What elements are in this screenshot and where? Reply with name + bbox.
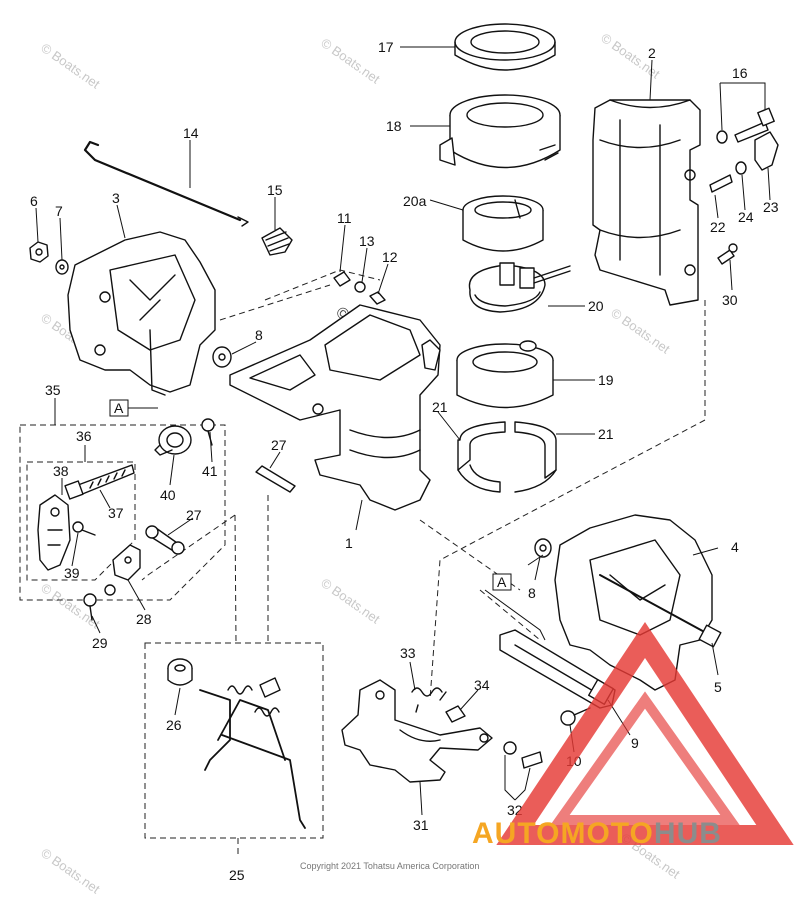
part-17-ring [454, 23, 556, 71]
part-14-rod [83, 140, 249, 227]
part-20a-bushing [462, 195, 544, 252]
automotohub-logo: AUTOMOTOHUB [472, 621, 794, 850]
label-36: 36 [76, 428, 92, 444]
label-27: 27 [271, 437, 287, 453]
label-8: 8 [255, 327, 263, 343]
part-28-clip [112, 544, 141, 581]
label-37: 37 [108, 505, 124, 521]
label-28: 28 [136, 611, 152, 627]
label-38: 38 [53, 463, 69, 479]
ref-a-label: A [497, 574, 507, 590]
label-2: 2 [648, 45, 656, 61]
label-33: 33 [400, 645, 416, 661]
watermark: © Boats.net [38, 845, 103, 897]
part-20-band [468, 262, 571, 313]
part-38-lever [37, 494, 71, 571]
label-30: 30 [722, 292, 738, 308]
label-39: 39 [64, 565, 80, 581]
label-15: 15 [267, 182, 283, 198]
label-5: 5 [714, 679, 722, 695]
brand-moto: MOTO [560, 817, 653, 850]
label-26: 26 [166, 717, 182, 733]
label-20: 20 [588, 298, 604, 314]
label-11: 11 [337, 210, 352, 226]
part-4-bracket [554, 514, 722, 691]
part-32-bolt [503, 741, 543, 769]
label-1: 1 [345, 535, 353, 551]
svg-text:AUTOMOTOHUB: AUTOMOTOHUB [472, 817, 722, 850]
copyright-text: Copyright 2021 Tohatsu America Corporati… [300, 861, 479, 871]
label-4: 4 [731, 539, 739, 555]
label-21: 21 [598, 426, 614, 442]
reference-marks: A A [109, 399, 546, 641]
label-13: 13 [359, 233, 375, 249]
part-10-screw [560, 707, 591, 726]
part-2-bracket [592, 99, 701, 306]
part-3-bracket [67, 231, 216, 396]
leader-lines [35, 46, 771, 816]
label-40: 40 [160, 487, 176, 503]
part-25-tilt-stand [199, 677, 306, 829]
label-27: 27 [186, 507, 202, 523]
part-31-lever [341, 679, 493, 783]
part-16-bolt [716, 107, 775, 144]
part-39-screw [72, 521, 96, 536]
label-12: 12 [382, 249, 398, 265]
brand-hub: HUB [654, 817, 722, 850]
watermark: © Boats.net [318, 575, 383, 627]
part-22-24-23 [709, 131, 779, 193]
label-3: 3 [112, 190, 120, 206]
part-1-swivel [229, 304, 441, 511]
label-21: 21 [432, 399, 448, 415]
label-34: 34 [474, 677, 490, 693]
label-23: 23 [763, 199, 779, 215]
watermark: © Boats.net [608, 305, 673, 357]
brand-auto: AUTO [472, 817, 560, 850]
label-41: 41 [202, 463, 218, 479]
watermark: © Boats.net [38, 40, 103, 92]
part-37-rod [64, 464, 135, 500]
part-29-screw [83, 584, 116, 621]
label-20a: 20a [403, 193, 427, 209]
label-8: 8 [528, 585, 536, 601]
label-9: 9 [631, 735, 639, 751]
part-27-pins [145, 465, 296, 555]
part-41-screw [201, 418, 215, 446]
label-35: 35 [45, 382, 61, 398]
part-40-knob [154, 425, 192, 456]
part-8-washer [212, 346, 232, 368]
label-31: 31 [413, 817, 429, 833]
part-19-ring [456, 340, 554, 409]
part-30-screw [717, 243, 738, 265]
label-7: 7 [55, 203, 63, 219]
ref-a-label: A [114, 400, 124, 416]
part-33-34 [411, 687, 466, 723]
part-11-13-12 [333, 271, 386, 305]
part-8-washer-lower [534, 538, 552, 558]
part-26-pin [167, 658, 193, 686]
label-18: 18 [386, 118, 402, 134]
label-19: 19 [598, 372, 614, 388]
label-6: 6 [30, 193, 38, 209]
label-25: 25 [229, 867, 245, 883]
part-15-knob [261, 227, 293, 256]
label-16: 16 [732, 65, 748, 81]
label-29: 29 [92, 635, 108, 651]
label-22: 22 [710, 219, 726, 235]
watermark: © Boats.net [318, 35, 383, 87]
part-drawings [29, 23, 779, 829]
label-17: 17 [378, 39, 394, 55]
label-14: 14 [183, 125, 199, 141]
part-21-split-bushing [457, 421, 557, 493]
part-18-collar [439, 94, 561, 169]
watermark: © Boats.net [38, 580, 103, 632]
label-24: 24 [738, 209, 754, 225]
